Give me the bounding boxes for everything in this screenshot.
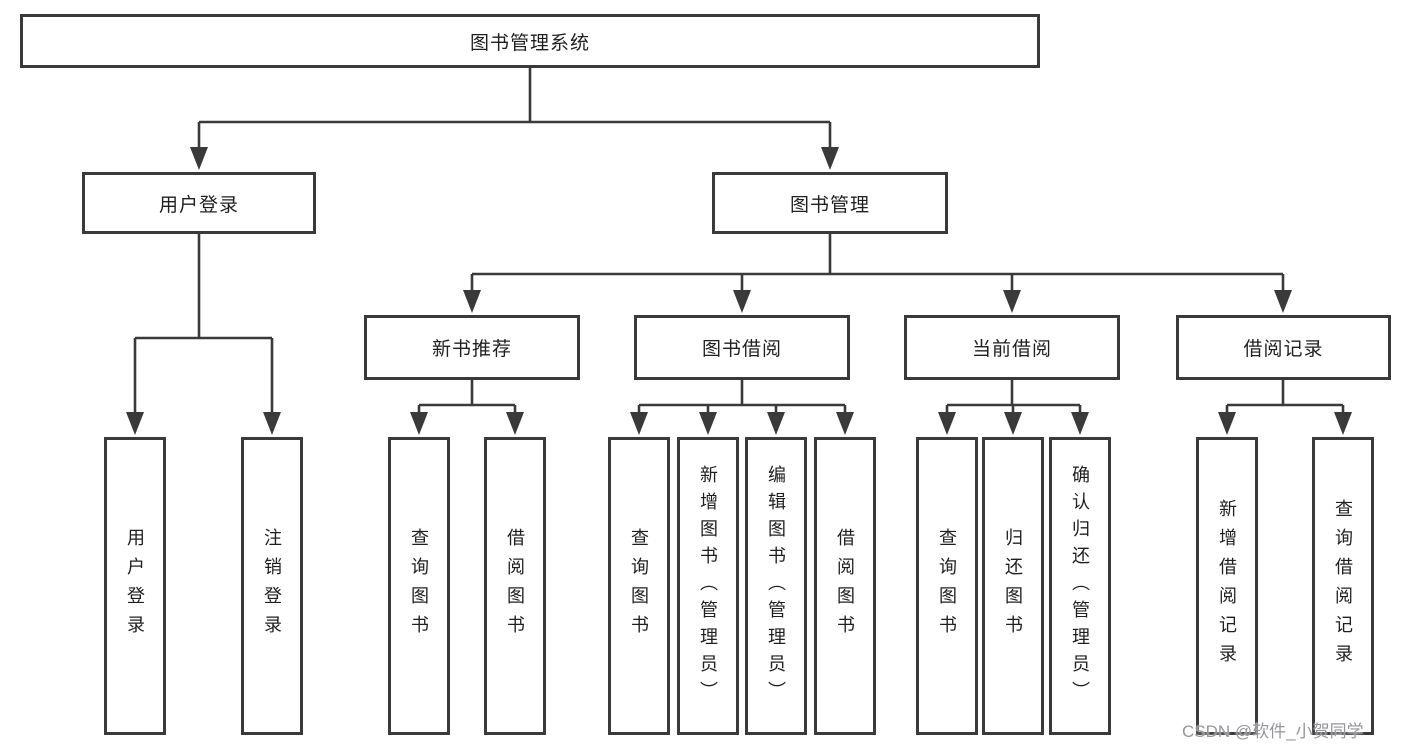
node-new-book-recommendation: 新书推荐 [364, 315, 580, 380]
leaf-logout: 注销登录 [241, 437, 303, 735]
leaf-logout-label: 注销登录 [262, 528, 282, 644]
node-new-book-recommendation-label: 新书推荐 [431, 339, 512, 360]
leaf-query-books-borrowing: 查询图书 [608, 437, 670, 735]
node-library-management-system-label: 图书管理系统 [469, 32, 590, 54]
leaf-query-books-borrowing-label: 查询图书 [629, 528, 649, 644]
node-user-login: 用户登录 [82, 172, 316, 234]
leaf-query-borrow-record: 查询借阅记录 [1312, 437, 1374, 735]
node-user-login-label: 用户登录 [158, 194, 239, 216]
leaf-edit-books-admin-label: 编辑图书（管理员） [766, 464, 786, 708]
node-current-borrowing: 当前借阅 [904, 315, 1120, 380]
leaf-return-books-label: 归还图书 [1003, 528, 1023, 644]
csdn-watermark: CSDN @软件_小贺同学 [1182, 722, 1364, 741]
leaf-query-books-current: 查询图书 [916, 437, 978, 735]
leaf-borrow-books-recommend: 借阅图书 [484, 437, 546, 735]
node-borrowing-records-label: 借阅记录 [1243, 339, 1324, 360]
leaf-borrow-books-recommend-label: 借阅图书 [505, 528, 525, 644]
leaf-confirm-return-admin-label: 确认归还（管理员） [1070, 464, 1090, 708]
node-current-borrowing-label: 当前借阅 [971, 339, 1052, 360]
leaf-add-borrow-record-label: 新增借阅记录 [1217, 499, 1237, 673]
leaf-query-borrow-record-label: 查询借阅记录 [1333, 499, 1353, 673]
node-book-borrowing-label: 图书借阅 [701, 339, 782, 360]
node-library-management-system: 图书管理系统 [20, 14, 1040, 68]
leaf-user-login-label: 用户登录 [125, 528, 145, 644]
leaf-borrow-books-label: 借阅图书 [835, 528, 855, 644]
leaf-confirm-return-admin: 确认归还（管理员） [1049, 437, 1111, 735]
tree-edges [133, 68, 1345, 425]
leaf-user-login: 用户登录 [104, 437, 166, 735]
leaf-borrow-books: 借阅图书 [814, 437, 876, 735]
leaf-return-books: 归还图书 [982, 437, 1044, 735]
leaf-query-books-recommend-label: 查询图书 [409, 528, 429, 644]
arrowheads [126, 147, 1352, 435]
leaf-edit-books-admin: 编辑图书（管理员） [745, 437, 807, 735]
node-book-management-label: 图书管理 [789, 194, 870, 216]
node-book-borrowing: 图书借阅 [634, 315, 850, 380]
leaf-add-books-admin-label: 新增图书（管理员） [698, 464, 718, 708]
leaf-query-books-recommend: 查询图书 [388, 437, 450, 735]
leaf-add-borrow-record: 新增借阅记录 [1196, 437, 1258, 735]
node-book-management: 图书管理 [712, 172, 948, 234]
node-borrowing-records: 借阅记录 [1176, 315, 1391, 380]
leaf-add-books-admin: 新增图书（管理员） [677, 437, 739, 735]
leaf-query-books-current-label: 查询图书 [937, 528, 957, 644]
